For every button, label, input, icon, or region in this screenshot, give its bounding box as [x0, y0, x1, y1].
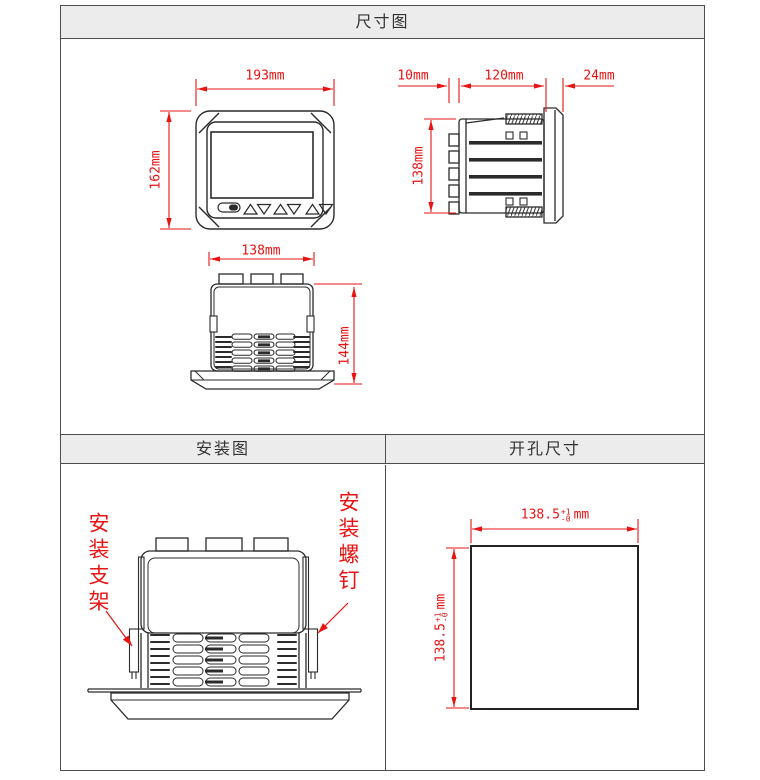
installed-device-outline — [87, 537, 362, 720]
front-view-dim-lines — [160, 79, 335, 230]
label-arrows — [105, 602, 349, 647]
cutout-width-dim: 138.5 +1 -0 mm — [521, 508, 589, 523]
installation-title: 安装图 — [195, 439, 250, 458]
section-header-row: 安装图 开孔尺寸 — [61, 434, 704, 464]
cutout-height-value: 138.5 — [433, 623, 449, 663]
screw-label: 安装螺钉 — [336, 491, 360, 595]
side-terminal-depth-dim: 10mm — [397, 68, 429, 84]
dimensions-title: 尺寸图 — [355, 12, 410, 31]
side-view-dim-lines — [398, 78, 614, 214]
cutout-height-tol-lower: -0 — [440, 612, 449, 623]
drawing-frame: 193mm 162mm 10mm 120mm 24mm 138mm 138mm … — [60, 5, 705, 771]
section-header-dimensions: 尺寸图 — [61, 6, 704, 39]
cutout-width-tol-upper: +1 — [560, 507, 571, 516]
top-view-outline — [190, 273, 335, 390]
cutout-title: 开孔尺寸 — [508, 439, 581, 458]
side-body-depth-dim: 120mm — [484, 68, 524, 84]
installation-drawing — [87, 537, 362, 720]
front-buttons — [242, 203, 334, 216]
side-height-dim: 138mm — [411, 146, 427, 186]
front-height-dim: 162mm — [148, 150, 164, 190]
bracket-label: 安装支架 — [86, 512, 110, 616]
installation-panel — [61, 465, 386, 770]
section-header-installation: 安装图 — [61, 435, 386, 463]
cutout-width-value: 138.5 — [520, 507, 560, 523]
cutout-dim-lines — [446, 519, 639, 709]
front-view-outline — [195, 110, 335, 230]
cutout-square — [470, 545, 639, 710]
top-view-width-dim: 138mm — [241, 243, 281, 259]
side-view-outline — [448, 107, 564, 224]
top-view-dim-lines — [208, 252, 362, 385]
front-width-dim: 193mm — [245, 68, 285, 84]
dimension-drawings — [160, 78, 614, 390]
cutout-width-tol-lower: -0 — [560, 514, 571, 523]
side-bezel-depth-dim: 24mm — [583, 68, 615, 84]
cutout-drawing — [446, 519, 639, 710]
cutout-height-dim: 138.5 +1 -0 mm — [433, 593, 449, 663]
top-view-height-dim: 144mm — [337, 326, 353, 366]
cutout-height-unit: mm — [433, 593, 449, 610]
panel-surface — [87, 688, 362, 693]
mounting-brackets — [128, 628, 319, 679]
cutout-width-unit: mm — [573, 507, 590, 523]
section-header-cutout: 开孔尺寸 — [386, 435, 704, 463]
